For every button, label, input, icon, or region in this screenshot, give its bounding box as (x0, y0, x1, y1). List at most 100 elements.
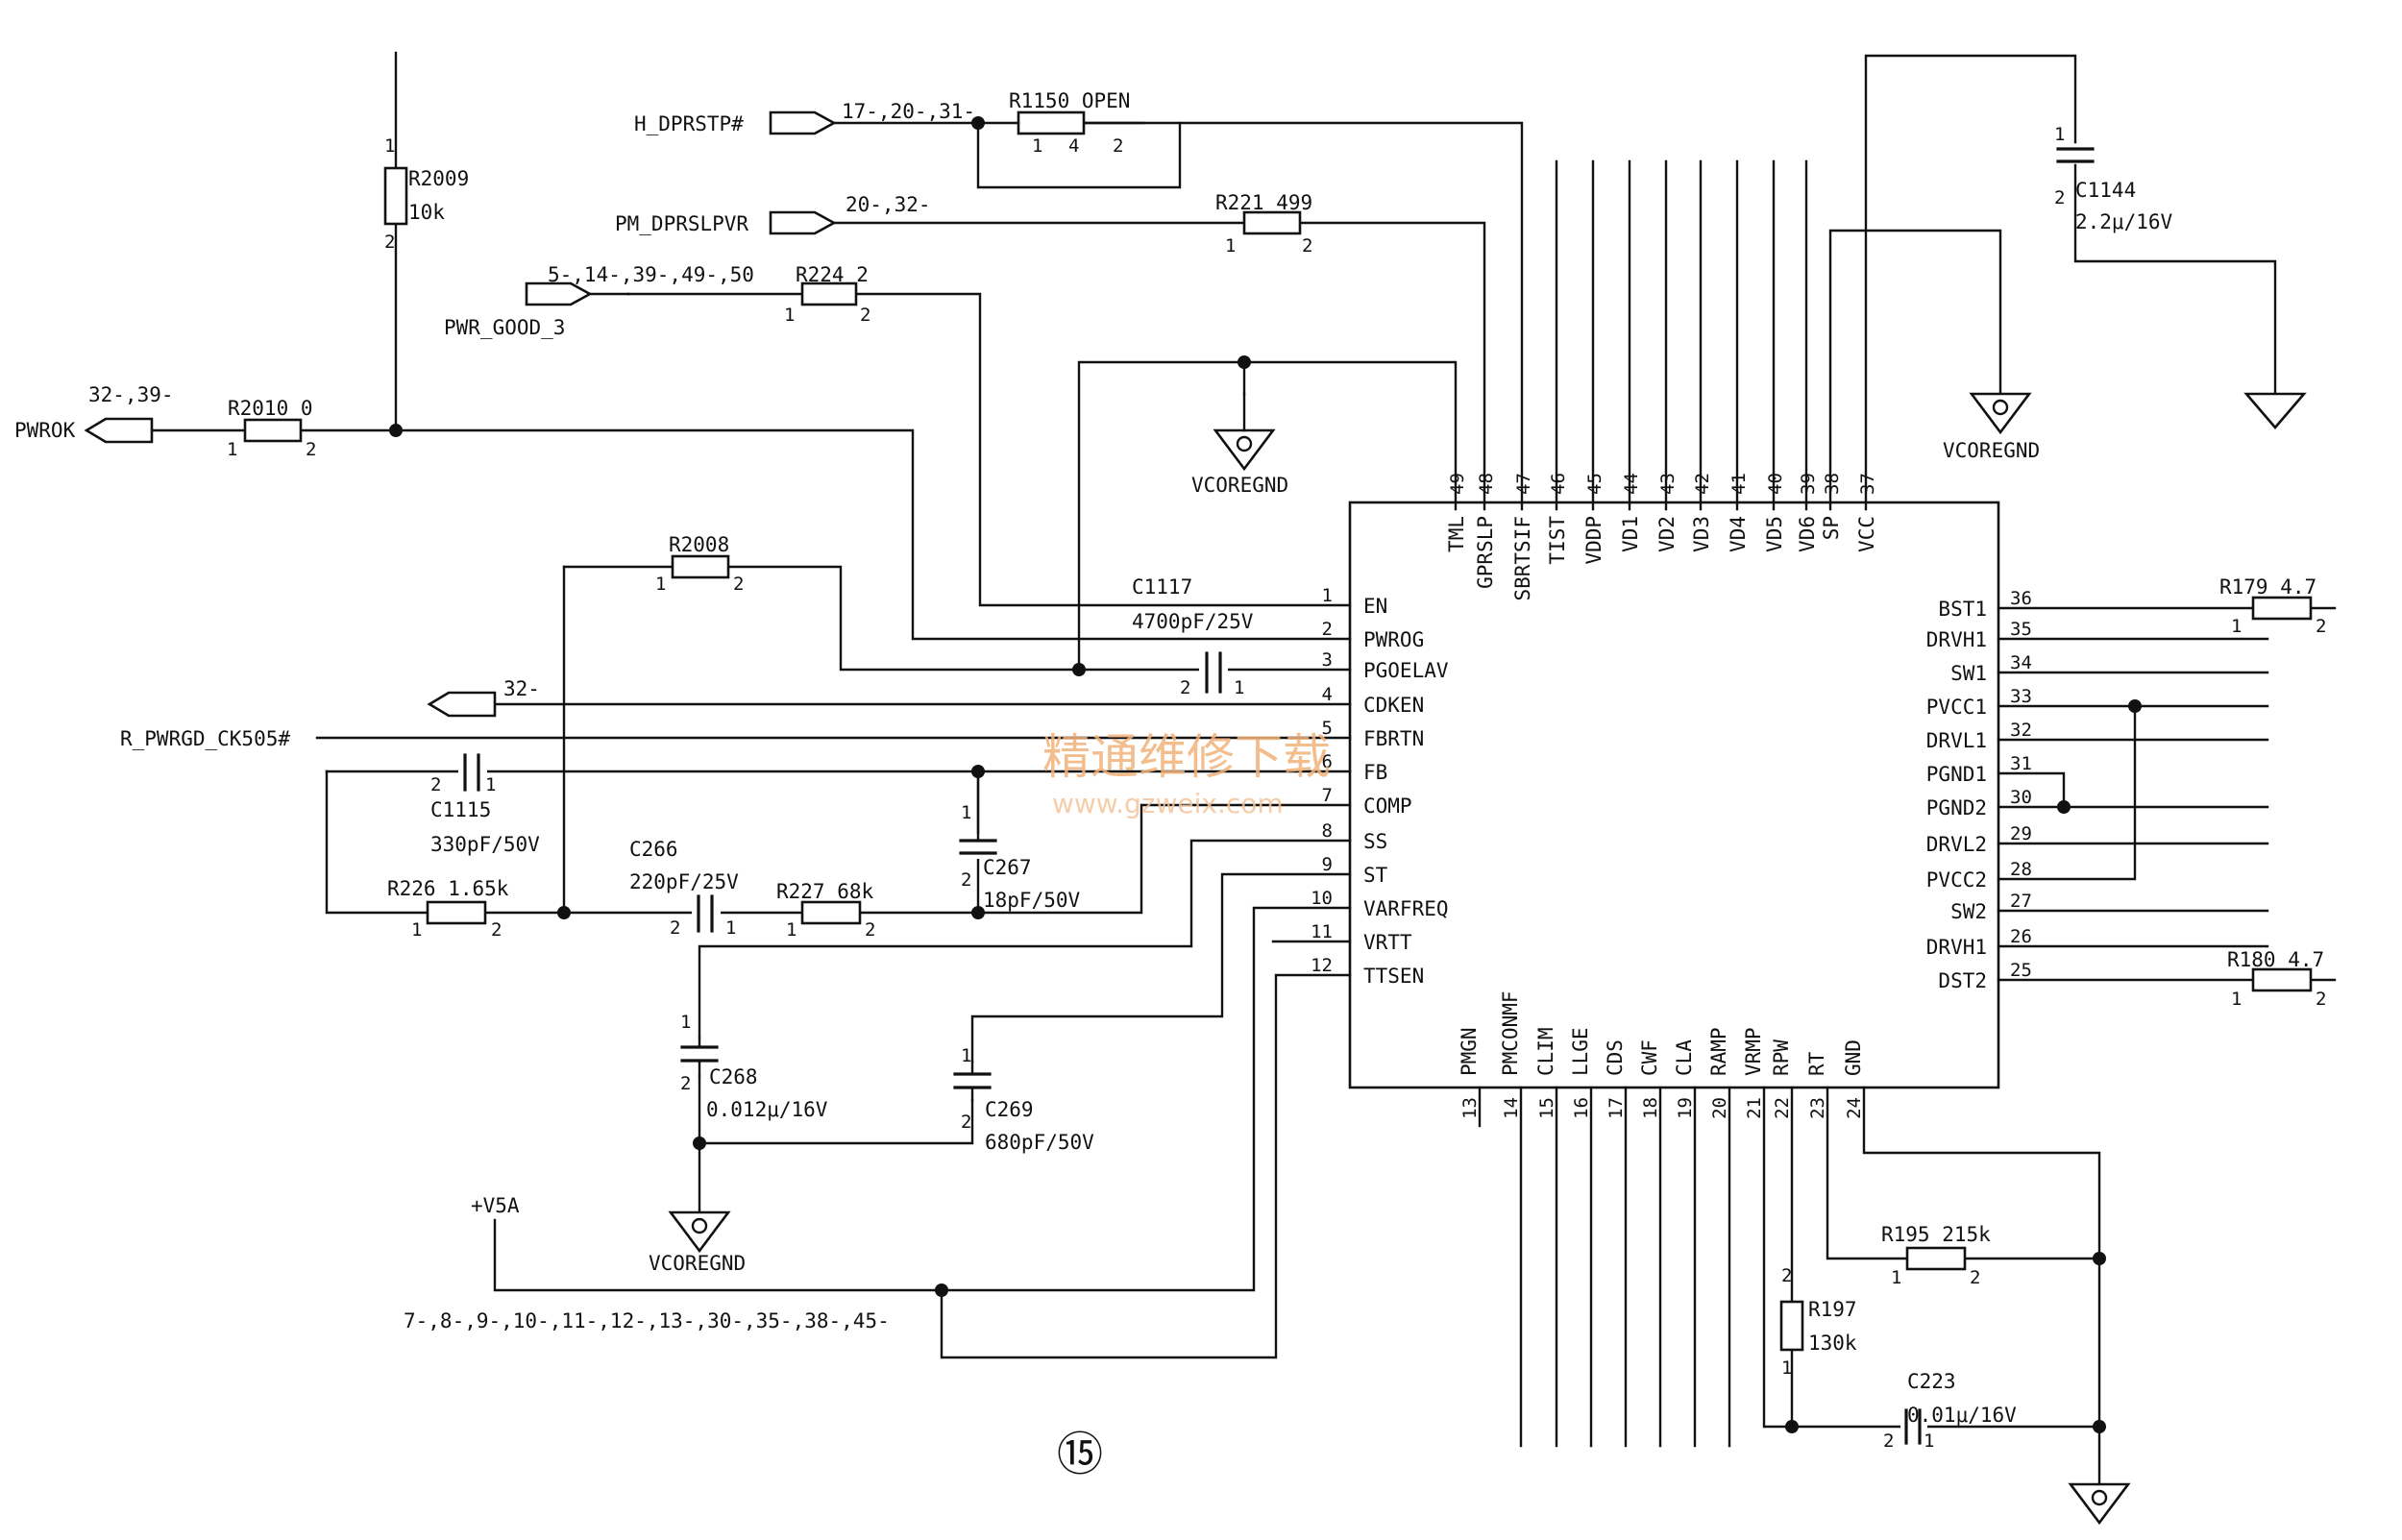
ic-pin-number: 41 (1728, 473, 1750, 495)
ic-pin-name: PVCC1 (1926, 696, 1987, 719)
ic-pin-number: 12 (1311, 955, 1333, 976)
ic-pin-number: 7 (1322, 785, 1333, 806)
ic-pin-name: PMCONMF (1499, 990, 1522, 1076)
svg-text:1: 1 (411, 919, 422, 941)
ic-pin-number: 27 (2010, 891, 2032, 912)
ic-pin-name: CWF (1638, 1039, 1661, 1076)
page-number: ⑮ (1057, 1428, 1103, 1481)
part-r221: R221 499 (1215, 191, 1312, 214)
part-r227: R227 68k (776, 880, 874, 903)
watermark: 精通维修下载 www.gzweix.com (1042, 729, 1331, 819)
part-r2009-value: 10k (408, 201, 445, 224)
net-connectors (84, 110, 837, 718)
ic-pin-number: 47 (1513, 473, 1534, 495)
ic-pin-name: PMGN (1458, 1027, 1481, 1076)
ic-pin-number: 4 (1322, 684, 1333, 705)
resistor-r179 (2251, 596, 2313, 621)
part-c1117-value: 4700pF/25V (1132, 610, 1254, 633)
ic-pin-name: DRVH1 (1926, 628, 1987, 651)
ic-pin-name: SW2 (1950, 900, 1987, 923)
net-label-r-pwrgd: R_PWRGD_CK505# (120, 727, 290, 750)
ic-pin-name: COMP (1363, 794, 1412, 818)
svg-text:2: 2 (306, 439, 316, 460)
ic-pin-number: 6 (1322, 751, 1333, 772)
svg-text:1: 1 (1234, 677, 1244, 698)
svg-text:2: 2 (860, 305, 870, 326)
ic-pin-name: TIST (1546, 516, 1569, 565)
svg-text:1: 1 (961, 1045, 971, 1066)
ic-pin-number: 36 (2010, 588, 2032, 609)
part-r197: R197 (1808, 1298, 1857, 1321)
ic-pin-number: 49 (1447, 473, 1468, 495)
net-label-pm-dprslpvr: PM_DPRSLPVR (615, 212, 748, 235)
ic-pin-name: RAMP (1707, 1027, 1730, 1076)
ic-pin-number: 15 (1536, 1097, 1557, 1119)
ic-pin-name: VRMP (1742, 1027, 1765, 1076)
part-c1144-value: 2.2μ/16V (2075, 210, 2173, 233)
ic-pin-number: 22 (1772, 1097, 1793, 1119)
ic-pin-number: 37 (1857, 473, 1878, 495)
ic-pin-number: 38 (1822, 473, 1843, 495)
svg-text:1: 1 (784, 305, 795, 326)
ic-pin-number: 1 (1322, 585, 1333, 606)
svg-text:1: 1 (485, 774, 496, 795)
ic-pin-name: RPW (1770, 1039, 1793, 1076)
resistor-r2009 (383, 166, 408, 226)
svg-text:1: 1 (2231, 616, 2242, 637)
ic-pin-name: VCC (1855, 516, 1878, 552)
net-refs-pm-dprslpvr: 20-,32- (846, 193, 931, 216)
part-r1150: R1150 OPEN (1009, 89, 1130, 112)
part-r2008: R2008 (669, 533, 729, 556)
ic-pin-number: 42 (1692, 473, 1713, 495)
ic-pin-name: VD1 (1619, 516, 1642, 552)
part-c266-value: 220pF/25V (629, 870, 739, 893)
ic-pin-number: 23 (1807, 1097, 1828, 1119)
svg-text:1: 1 (680, 1012, 691, 1033)
labels: H_DPRSTP# 17-,20-,31- PM_DPRSLPVR 20-,32… (14, 89, 2326, 1481)
resistor-r180 (2251, 967, 2313, 992)
connector-cdken (427, 691, 497, 718)
resistor-r195 (1905, 1246, 1967, 1271)
ic-pin-number: 24 (1844, 1097, 1865, 1119)
connector-pwr-good (525, 281, 593, 306)
part-r179: R179 4.7 (2219, 575, 2316, 599)
net-label-pwrok: PWROK (14, 419, 76, 442)
ic-pin-number: 43 (1657, 473, 1679, 495)
part-c1144: C1144 (2075, 179, 2136, 202)
ic-pin-name: PGND1 (1926, 763, 1987, 786)
svg-text:2: 2 (2054, 187, 2065, 208)
ic-pin-name: SBRTSIF (1511, 516, 1534, 601)
ic-pin-number: 8 (1322, 820, 1333, 842)
ic-pin-name: DRVL1 (1926, 729, 1987, 752)
svg-text:1: 1 (725, 917, 736, 939)
net-refs-pwrok: 32-,39- (88, 383, 174, 406)
ic-pin-number: 13 (1459, 1097, 1481, 1119)
resistor-r1150 (1017, 110, 1086, 135)
svg-text:2: 2 (1113, 135, 1123, 157)
ic-pin-name: TML (1445, 516, 1468, 552)
ic-pin-name: VD5 (1763, 516, 1786, 552)
svg-text:2: 2 (1970, 1267, 1980, 1288)
ic-pin-name: TTSEN (1363, 965, 1424, 988)
ic-pin-number: 3 (1322, 649, 1333, 671)
ic-pin-name: VD6 (1796, 516, 1819, 552)
ic-pin-number: 46 (1548, 473, 1569, 495)
gnd-label-right: VCOREGND (1943, 439, 2040, 462)
ic-pin-number: 31 (2010, 753, 2032, 774)
ic-pin-name: DST2 (1938, 969, 1987, 992)
svg-text:1: 1 (384, 135, 395, 157)
svg-text:2: 2 (733, 574, 744, 595)
net-refs-h-dprstp: 17-,20-,31- (842, 100, 975, 123)
ic-pin-number: 26 (2010, 926, 2032, 947)
svg-text:2: 2 (1781, 1265, 1792, 1286)
part-c1115: C1115 (430, 798, 491, 821)
part-c269: C269 (985, 1098, 1034, 1121)
resistor-r2010 (243, 418, 303, 443)
ic-pin-name: BST1 (1938, 598, 1987, 621)
ic-pin-name: VDDP (1582, 516, 1605, 565)
part-c268-value: 0.012μ/16V (706, 1098, 828, 1121)
part-c1117: C1117 (1132, 575, 1192, 599)
ic-pin-number: 40 (1765, 473, 1786, 495)
